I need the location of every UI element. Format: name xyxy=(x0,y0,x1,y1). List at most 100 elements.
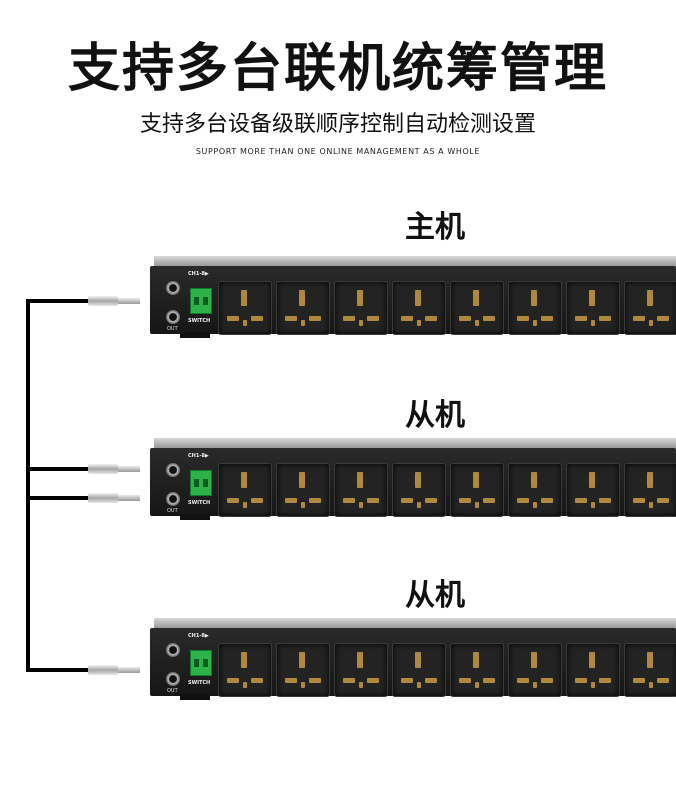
socket-pin xyxy=(299,290,305,306)
socket-pin xyxy=(227,678,239,683)
socket-pin xyxy=(647,290,653,306)
socket-pin xyxy=(415,472,421,488)
socket-pin xyxy=(475,320,479,326)
switch-label: SWITCH xyxy=(188,318,211,324)
channel-label: CH1-8▶ xyxy=(188,453,209,459)
socket-pin xyxy=(473,290,479,306)
socket-pin xyxy=(299,652,305,668)
socket-pin xyxy=(359,502,363,508)
socket-pin xyxy=(251,316,263,321)
in-jack xyxy=(166,463,180,477)
socket-pin xyxy=(309,316,321,321)
socket-pin xyxy=(575,316,587,321)
out-label: OUT xyxy=(167,326,178,332)
socket-pin xyxy=(415,652,421,668)
socket-pin xyxy=(475,682,479,688)
power-socket xyxy=(508,643,562,697)
unit-label-slave: 从机 xyxy=(405,578,465,613)
socket-pin xyxy=(241,290,247,306)
socket-pin xyxy=(517,498,529,503)
power-socket xyxy=(392,281,446,335)
socket-pin xyxy=(425,498,437,503)
socket-pin xyxy=(241,652,247,668)
socket-pin xyxy=(475,502,479,508)
cascade-cable-vertical xyxy=(26,299,30,672)
out-jack xyxy=(166,492,180,506)
socket-pin xyxy=(541,498,553,503)
switch-terminal xyxy=(190,650,212,676)
power-socket xyxy=(392,463,446,517)
socket-pin xyxy=(243,682,247,688)
socket-pin xyxy=(343,316,355,321)
socket-pin xyxy=(357,652,363,668)
power-socket xyxy=(450,281,504,335)
socket-pin xyxy=(591,502,595,508)
socket-pin xyxy=(309,678,321,683)
socket-pin xyxy=(541,678,553,683)
socket-pin xyxy=(359,320,363,326)
socket-pin xyxy=(589,472,595,488)
socket-pin xyxy=(417,320,421,326)
socket-pin xyxy=(649,502,653,508)
socket-pin xyxy=(243,502,247,508)
socket-pin xyxy=(483,678,495,683)
switch-label: SWITCH xyxy=(188,500,211,506)
out-label: OUT xyxy=(167,508,178,514)
socket-pin xyxy=(401,498,413,503)
socket-pin xyxy=(285,498,297,503)
cascade-cable-bottom xyxy=(26,668,90,672)
socket-pin xyxy=(227,498,239,503)
socket-pin xyxy=(483,316,495,321)
channel-label: CH1-8▶ xyxy=(188,271,209,277)
power-socket xyxy=(334,643,388,697)
power-socket xyxy=(508,463,562,517)
power-socket xyxy=(276,463,330,517)
cascade-cable-mid-b xyxy=(26,496,90,500)
socket-pin xyxy=(647,652,653,668)
power-socket xyxy=(508,281,562,335)
unit-label-slave: 从机 xyxy=(405,398,465,433)
socket-pin xyxy=(657,316,669,321)
power-socket xyxy=(624,463,676,517)
socket-pin xyxy=(227,316,239,321)
socket-pin xyxy=(301,682,305,688)
socket-pin xyxy=(401,316,413,321)
power-socket xyxy=(334,281,388,335)
in-jack xyxy=(166,643,180,657)
headline-title: 支持多台联机统筹管理 xyxy=(67,39,608,99)
power-socket xyxy=(566,643,620,697)
power-socket xyxy=(276,643,330,697)
headline-subtitle: 支持多台设备级联顺序控制自动检测设置 xyxy=(139,112,536,137)
switch-terminal xyxy=(190,470,212,496)
socket-pin xyxy=(417,502,421,508)
socket-pin xyxy=(541,316,553,321)
socket-pin xyxy=(517,316,529,321)
socket-pin xyxy=(251,678,263,683)
socket-pin xyxy=(599,316,611,321)
socket-pin xyxy=(531,290,537,306)
socket-pin xyxy=(599,678,611,683)
socket-pin xyxy=(357,472,363,488)
socket-pin xyxy=(649,682,653,688)
power-socket xyxy=(566,281,620,335)
cascade-cable-mid-a xyxy=(26,467,90,471)
power-socket xyxy=(218,281,272,335)
power-sequencer-unit: OUT CH1-8▶ SWITCH xyxy=(150,256,676,338)
socket-pin xyxy=(251,498,263,503)
switch-terminal xyxy=(190,288,212,314)
socket-pin xyxy=(533,502,537,508)
power-socket xyxy=(624,281,676,335)
socket-pin xyxy=(575,678,587,683)
socket-pin xyxy=(301,320,305,326)
socket-pin xyxy=(633,498,645,503)
power-sequencer-unit: OUT CH1-8▶ SWITCH xyxy=(150,618,676,700)
socket-pin xyxy=(517,678,529,683)
unit-label-master: 主机 xyxy=(405,210,465,245)
socket-pin xyxy=(599,498,611,503)
socket-pin xyxy=(591,682,595,688)
power-socket xyxy=(566,463,620,517)
switch-label: SWITCH xyxy=(188,680,211,686)
in-jack xyxy=(166,281,180,295)
socket-pin xyxy=(367,316,379,321)
power-socket xyxy=(450,463,504,517)
